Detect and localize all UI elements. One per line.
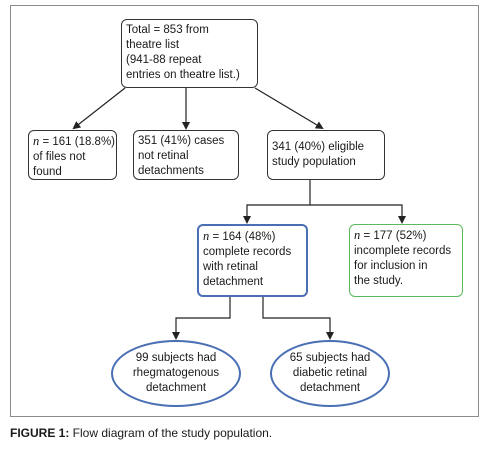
caption-label: FIGURE 1: <box>10 426 70 440</box>
node-eligible: 341 (40%) eligible study population <box>267 130 385 180</box>
node-total: Total = 853 from theatre list (941-88 re… <box>121 19 258 88</box>
arrow-complete-to-diabetic <box>262 297 334 340</box>
node-incomplete-records: n = 177 (52%) incomplete records for inc… <box>349 224 463 297</box>
node-line: n = 177 (52%) <box>354 228 458 244</box>
node-line: 341 (40%) eligible <box>272 141 365 153</box>
node-count: = 161 (18.8%) <box>39 136 116 148</box>
n-symbol: n <box>33 134 40 148</box>
node-line: of files not <box>33 151 86 163</box>
node-line: theatre list <box>126 39 180 51</box>
arrow-complete-to-rhegmatogenous <box>172 297 231 340</box>
node-line: study population <box>272 156 356 168</box>
node-line: (941-88 repeat <box>126 54 202 66</box>
caption-text: Flow diagram of the study population. <box>69 426 273 440</box>
node-line: n = 161 (18.8%) <box>33 134 116 150</box>
node-line: incomplete records <box>354 245 452 257</box>
node-line: detachment <box>299 382 361 394</box>
node-line: not retinal <box>138 150 189 162</box>
node-line: diabetic retinal <box>292 367 368 379</box>
node-line: detachment <box>145 382 207 394</box>
node-line: 99 subjects had <box>135 352 217 364</box>
node-diabetic: 65 subjects had diabetic retinal detachm… <box>270 340 390 407</box>
arrow-total-to-not-found <box>72 87 126 130</box>
figure-caption: FIGURE 1: Flow diagram of the study popu… <box>10 426 272 440</box>
figure-frame <box>10 5 479 417</box>
node-not-retinal: 351 (41%) cases not retinal detachments <box>133 130 239 180</box>
n-symbol: n <box>203 229 210 243</box>
node-line: with retinal <box>203 261 258 273</box>
node-line: detachments <box>138 165 204 177</box>
node-line: complete records <box>203 246 292 258</box>
arrow-total-to-eligible <box>254 87 324 130</box>
node-line: n = 164 (48%) <box>203 229 302 245</box>
node-rhegmatogenous: 99 subjects had rhegmatogenous detachmen… <box>111 340 241 407</box>
node-line: the study. <box>354 275 404 287</box>
arrow-eligible-to-complete <box>243 180 311 224</box>
node-line: 65 subjects had <box>289 352 371 364</box>
node-line: Total = 853 from <box>126 24 209 36</box>
node-line: rhegmatogenous <box>132 367 220 379</box>
node-complete-records: n = 164 (48%) complete records with reti… <box>197 224 308 297</box>
node-files-not-found: n = 161 (18.8%) of files not found <box>28 130 117 180</box>
node-count: = 164 (48%) <box>209 231 276 243</box>
n-symbol: n <box>354 228 361 242</box>
node-line: entries on theatre list.) <box>126 69 240 81</box>
node-count: = 177 (52%) <box>360 230 427 242</box>
node-line: for inclusion in <box>354 260 428 272</box>
node-line: 351 (41%) cases <box>138 135 225 147</box>
node-line: detachment <box>203 276 264 288</box>
arrow-eligible-to-incomplete <box>310 204 406 224</box>
node-line: found <box>33 166 62 178</box>
